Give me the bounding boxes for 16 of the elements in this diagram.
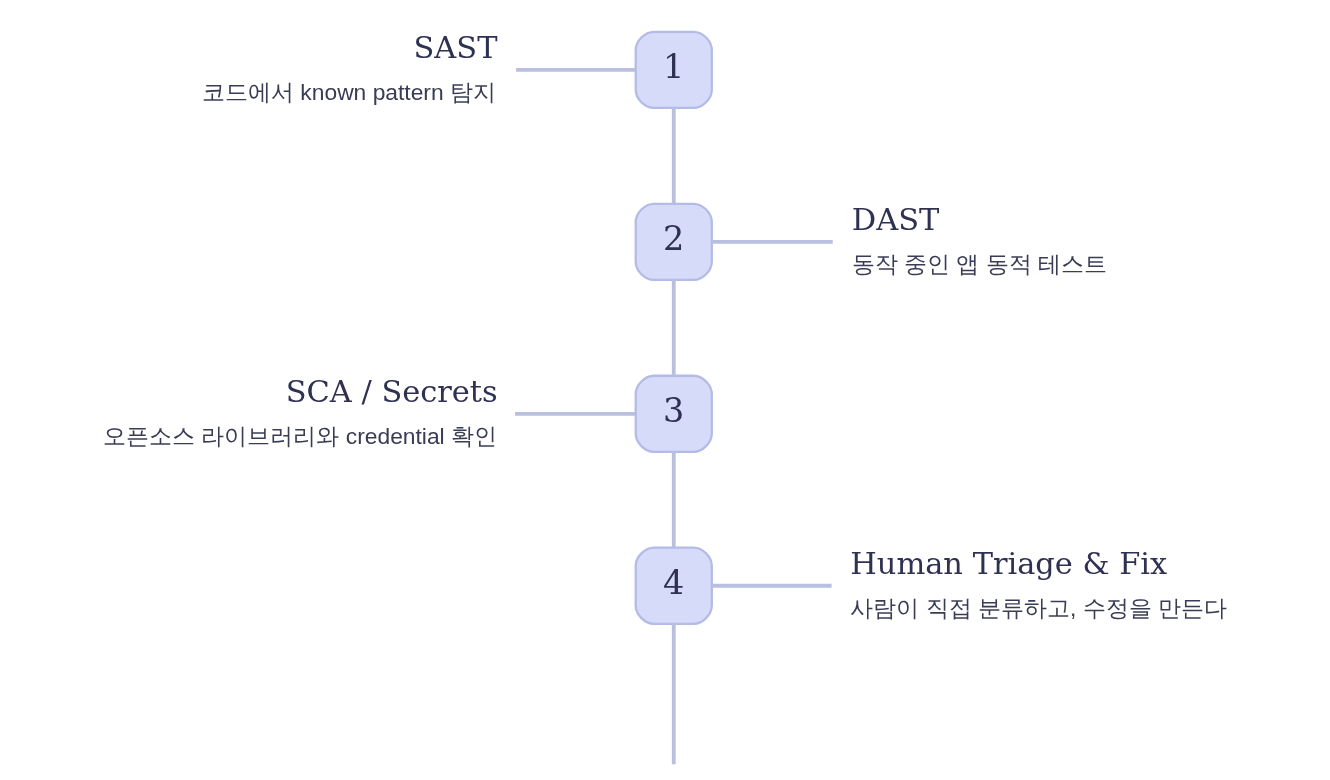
node-box: 3 [634, 374, 713, 453]
connector [712, 583, 832, 588]
connector [671, 280, 676, 376]
node-box: 2 [634, 202, 713, 282]
node-text: SAST 코드에서 known pattern 탐지 [202, 29, 498, 106]
connector [671, 624, 676, 765]
connector [712, 239, 833, 244]
connector [671, 452, 676, 548]
connector [515, 411, 636, 416]
node-text: DAST 동작 중인 앱 동적 테스트 [851, 201, 1108, 278]
connector [671, 108, 676, 204]
node-box: 1 [634, 30, 713, 110]
node-box: 4 [634, 546, 713, 625]
node-text: SCA / Secrets 오픈소스 라이브러리와 credential 확인 [103, 373, 498, 450]
connector [516, 68, 636, 72]
node-text: Human Triage & Fix 사람이 직접 분류하고, 수정을 만든다 [850, 545, 1227, 622]
